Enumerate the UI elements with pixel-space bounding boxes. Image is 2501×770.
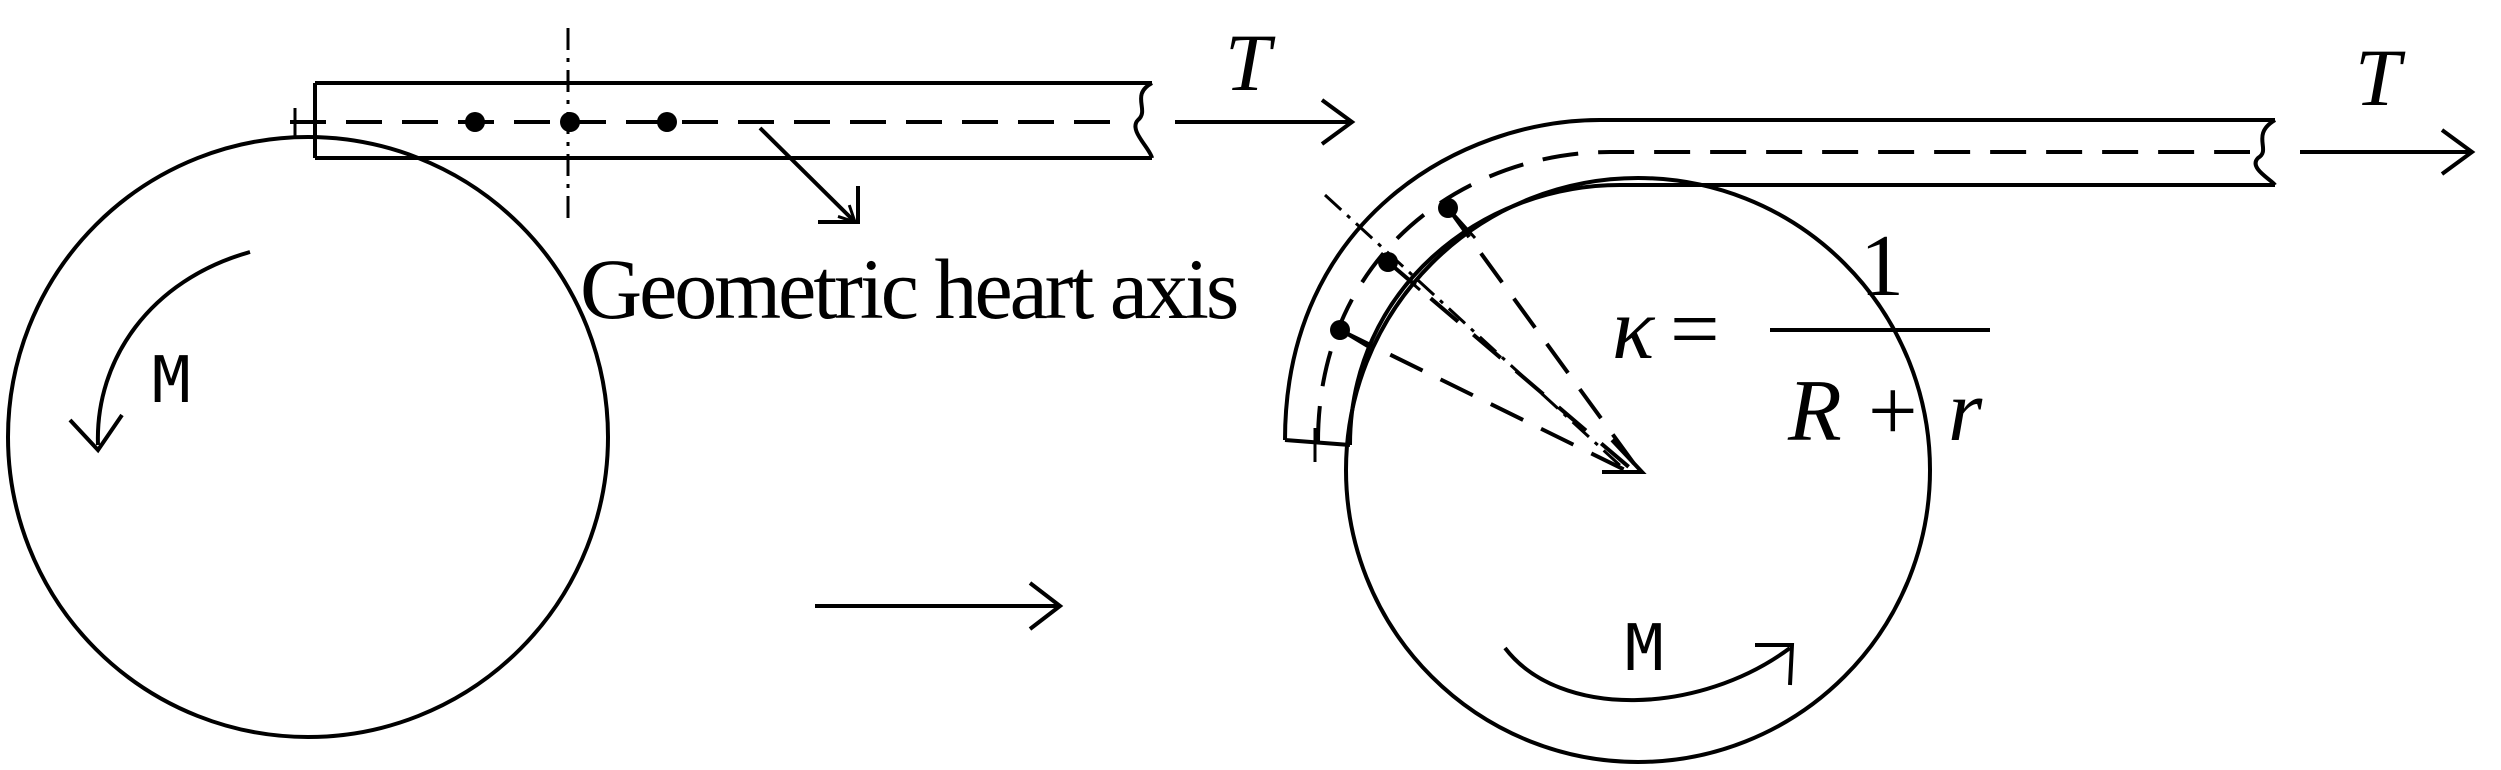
right-tension-label: T [2355,32,2406,123]
right-roller [1344,176,1932,764]
left-dot-3 [657,112,677,132]
right-moment-arrowhead [1755,643,1795,686]
left-strip-break [1133,81,1154,159]
right-strip-outer [1283,118,2275,441]
axis-leader-arrow [758,126,855,222]
left-tension-arrowhead [1320,98,1356,146]
right-section-line [1323,193,1627,472]
center-arrowhead [1602,438,1647,474]
formula-denominator-R: R [1787,363,1842,460]
right-tension-arrowhead [2440,128,2476,176]
right-neutral-axis [1316,150,2250,443]
formula-numerator: 1 [1860,218,1904,315]
left-moment-label: M [152,344,191,418]
left-roller [6,135,610,739]
right-state: T M [1283,32,2476,764]
formula-denominator-r: r [1948,363,1983,460]
process-arrow [815,581,1064,631]
radius-middle [1386,260,1632,470]
left-tension-label: T [1225,17,1276,108]
right-strip-inner [1348,183,2275,446]
right-strip-break [2253,118,2277,187]
formula-denominator-plus: + [1868,363,1918,460]
left-state: T M [6,17,1356,739]
axis-leader-head [818,186,860,224]
right-moment-arrow [1503,646,1792,703]
curvature-symbol: κ [1612,281,1656,378]
right-tick-1 [1446,206,1477,240]
radius-inner [1339,328,1626,472]
right-tick-3 [1339,328,1371,350]
right-moment-label: M [1625,612,1664,686]
axis-caption: Geometric heart axis [580,241,1237,337]
right-strip-end [1284,438,1351,447]
right-tick-2 [1387,260,1421,292]
formula-equals: = [1670,281,1720,378]
curvature-formula: κ = 1 R + r [1612,218,1990,460]
left-dot-2 [560,112,580,132]
left-moment-arrow [95,250,251,446]
left-moment-arrowhead [68,413,124,454]
left-dot-1 [465,112,485,132]
